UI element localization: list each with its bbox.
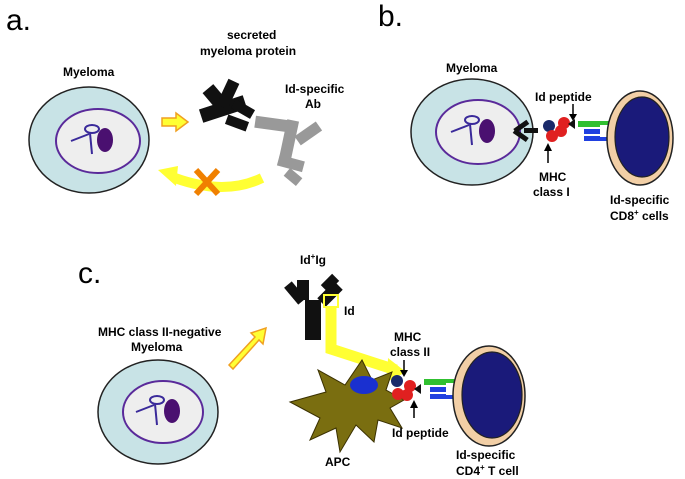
panel-c-myeloma-label-2: Myeloma	[131, 340, 183, 354]
panel-c-apc	[288, 359, 406, 454]
panel-a-antibody-label-1: Id-specific	[285, 82, 345, 96]
panel-a: a. Myeloma secreted myeloma protein Id-s…	[6, 4, 345, 197]
panel-c-mhc-pointer	[400, 360, 408, 377]
panel-a-myeloma-protein	[198, 78, 256, 132]
panel-c-letter: c.	[78, 257, 101, 290]
panel-c-cd4-t-cell	[452, 345, 526, 447]
panel-c-tcell-label-2: CD4+ T cell	[456, 463, 519, 478]
panel-c-tcell-label-1: Id-specific	[456, 448, 516, 462]
panel-a-antibody-label-2: Ab	[305, 97, 321, 111]
panel-c-ig-label: Id+Ig	[300, 252, 326, 267]
panel-a-protein-label-2: myeloma protein	[200, 44, 296, 58]
panel-b-mhc-class-i	[543, 117, 575, 142]
panel-a-letter: a.	[6, 4, 31, 37]
panel-c-secretion-arrow	[227, 326, 267, 371]
panel-c-mhc-label-2: class II	[390, 345, 430, 359]
panel-b-t-cell-receptor	[578, 121, 610, 141]
panel-b-peptide-label: Id peptide	[535, 90, 592, 104]
panel-c-apc-label: APC	[325, 455, 351, 469]
panel-b-tcell-label-2: CD8+ cells	[610, 208, 669, 223]
panel-c-myeloma-cell	[97, 359, 219, 465]
panel-c-t-cell-receptor	[424, 379, 456, 399]
panel-c-peptide-label: Id peptide	[392, 426, 449, 440]
panel-b-peptide-pointer	[569, 104, 577, 121]
panel-c-peptide-pointer	[410, 400, 418, 418]
panel-b-tcell-label-1: Id-specific	[610, 193, 670, 207]
panel-c-id-label: Id	[344, 304, 355, 318]
panel-b-myeloma-cell	[410, 78, 534, 186]
panel-a-secretion-arrow	[161, 111, 190, 133]
panel-b-mhc-label-1: MHC	[539, 170, 567, 184]
panel-a-protein-label-1: secreted	[227, 28, 276, 42]
panel-c-id-positive-ig	[284, 273, 343, 340]
panel-b: b. Myeloma Id peptide	[378, 0, 674, 223]
panel-b-mhc-pointer	[544, 143, 552, 163]
panel-b-myeloma-label: Myeloma	[446, 61, 498, 75]
panel-a-myeloma-label: Myeloma	[63, 65, 115, 79]
panel-c: c. MHC class II-negative Myeloma Id+Ig I…	[78, 252, 526, 478]
panel-a-blocked-feedback-arrow	[158, 166, 265, 197]
panel-b-letter: b.	[378, 0, 403, 33]
panel-c-mhc-label-1: MHC	[394, 330, 422, 344]
panel-b-mhc-label-2: class I	[533, 185, 570, 199]
panel-c-uptake-arrow	[325, 307, 406, 382]
panel-a-myeloma-cell	[28, 86, 150, 194]
panel-a-id-specific-antibody	[254, 115, 323, 186]
panel-c-mhc-class-ii	[391, 375, 421, 401]
panel-c-myeloma-label-1: MHC class II-negative	[98, 325, 222, 339]
panel-b-surface-ig	[512, 119, 538, 143]
panel-b-cd8-t-cell	[606, 90, 674, 186]
